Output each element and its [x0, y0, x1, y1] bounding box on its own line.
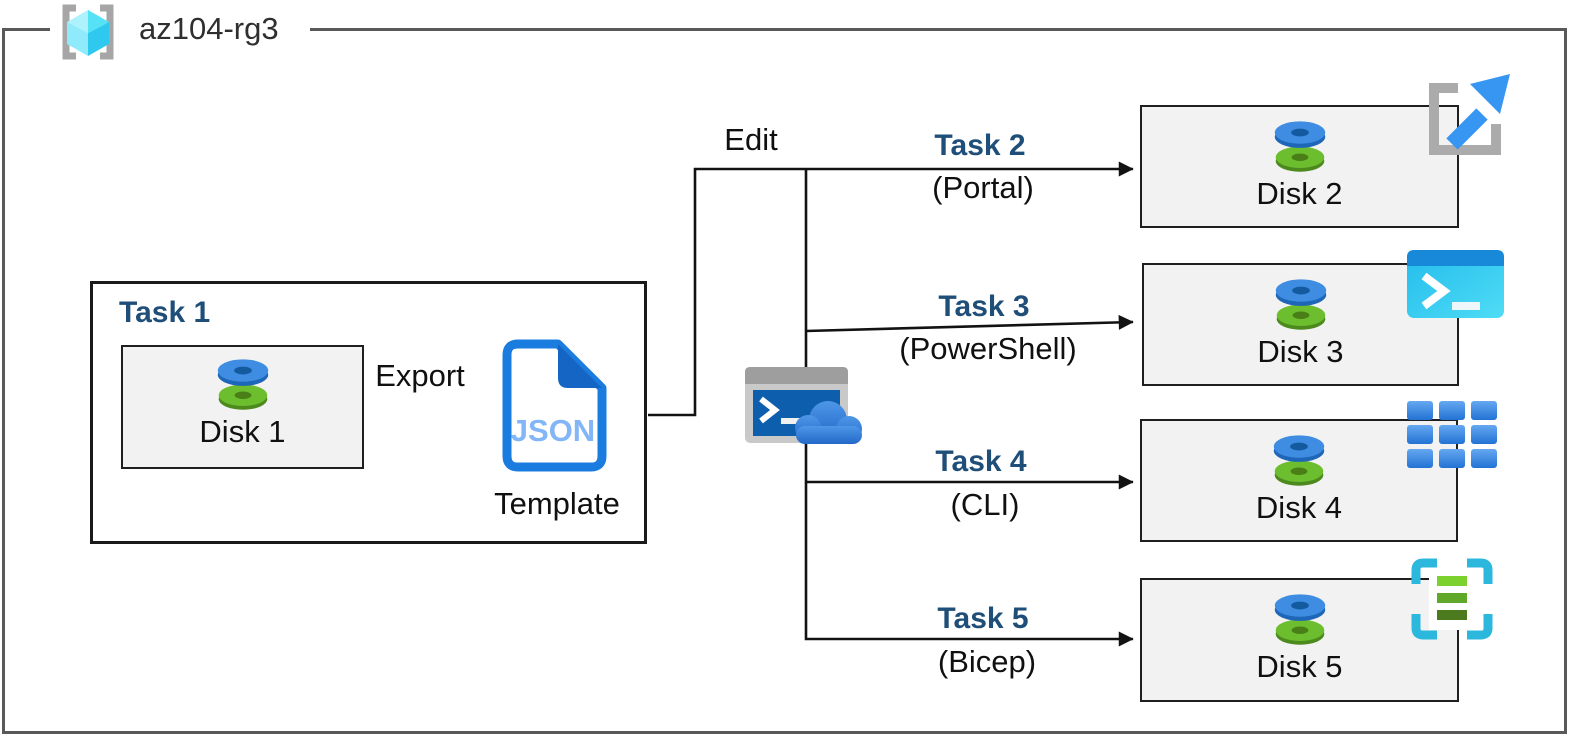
- task2-label: Task 2: [934, 129, 1026, 162]
- task4-method-label: (CLI): [950, 487, 1020, 522]
- cli-icon: [1407, 401, 1497, 468]
- task3-method-label: (PowerShell): [899, 331, 1077, 366]
- disk2-box: Disk 2: [1140, 105, 1459, 228]
- disk2-label: Disk 2: [1256, 176, 1343, 211]
- bicep-template-icon: [1411, 558, 1493, 640]
- json-badge: JSON: [511, 413, 595, 448]
- disk4-box: Disk 4: [1140, 419, 1458, 542]
- disk-icon: [1271, 592, 1329, 648]
- disk1-box: Disk 1: [121, 345, 364, 469]
- task3-arrow: [805, 314, 1134, 333]
- task3-label: Task 3: [938, 290, 1030, 323]
- task2-method-label: (Portal): [932, 170, 1034, 205]
- disk3-label: Disk 3: [1257, 334, 1344, 369]
- disk-icon: [1270, 433, 1328, 489]
- cloud-shell-icon: [745, 367, 862, 444]
- trunk-task5-arrow: [804, 169, 1134, 647]
- disk5-box: Disk 5: [1140, 578, 1459, 702]
- resource-group-border: [2, 28, 1567, 734]
- task5-label: Task 5: [937, 602, 1029, 635]
- border-gap: [50, 26, 310, 35]
- template-label: Template: [494, 486, 620, 521]
- task4-label: Task 4: [935, 445, 1027, 478]
- resource-group-label: az104-rg3: [139, 11, 279, 46]
- task1-title: Task 1: [119, 296, 211, 329]
- disk-icon: [1271, 119, 1329, 175]
- task5-method-label: (Bicep): [937, 644, 1037, 679]
- json-template-icon: JSON: [502, 339, 607, 472]
- powershell-icon: [1407, 250, 1504, 318]
- disk3-box: Disk 3: [1142, 263, 1459, 386]
- disk5-label: Disk 5: [1256, 649, 1343, 684]
- resource-group-icon: [62, 4, 114, 60]
- edit-task2-arrow: [648, 161, 1134, 417]
- edit-label: Edit: [724, 122, 778, 157]
- disk-icon: [214, 357, 272, 413]
- disk1-label: Disk 1: [199, 414, 286, 449]
- disk-icon: [1272, 277, 1330, 333]
- export-label: Export: [375, 358, 465, 393]
- azure-portal-icon: [1429, 74, 1510, 155]
- disk4-label: Disk 4: [1255, 490, 1343, 525]
